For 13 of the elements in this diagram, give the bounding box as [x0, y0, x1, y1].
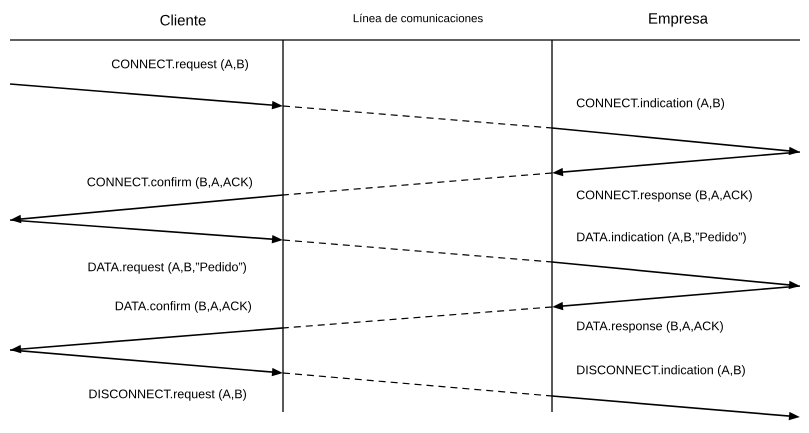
message-label: CONNECT.request (A,B) [112, 59, 248, 71]
column-heading: Empresa [649, 13, 708, 27]
column-heading: Cliente [160, 14, 206, 26]
message-label: DISCONNECT.indication (A,B) [577, 365, 745, 377]
message-label: CONNECT.indication (A,B) [576, 98, 724, 110]
message-label: CONNECT.confirm (B,A,ACK) [87, 177, 252, 189]
column-heading: Línea de comunicaciones [354, 14, 483, 22]
message-label: DATA.indication (A,B,”Pedido”) [577, 232, 746, 244]
message-label: DATA.request (A,B,”Pedido”) [88, 262, 246, 274]
message-label: DISCONNECT.request (A,B) [89, 389, 246, 401]
message-label: DATA.response (B,A,ACK) [577, 321, 723, 333]
message-label: DATA.confirm (B,A,ACK) [116, 301, 252, 313]
message-label: CONNECT.response (B,A,ACK) [576, 190, 752, 202]
